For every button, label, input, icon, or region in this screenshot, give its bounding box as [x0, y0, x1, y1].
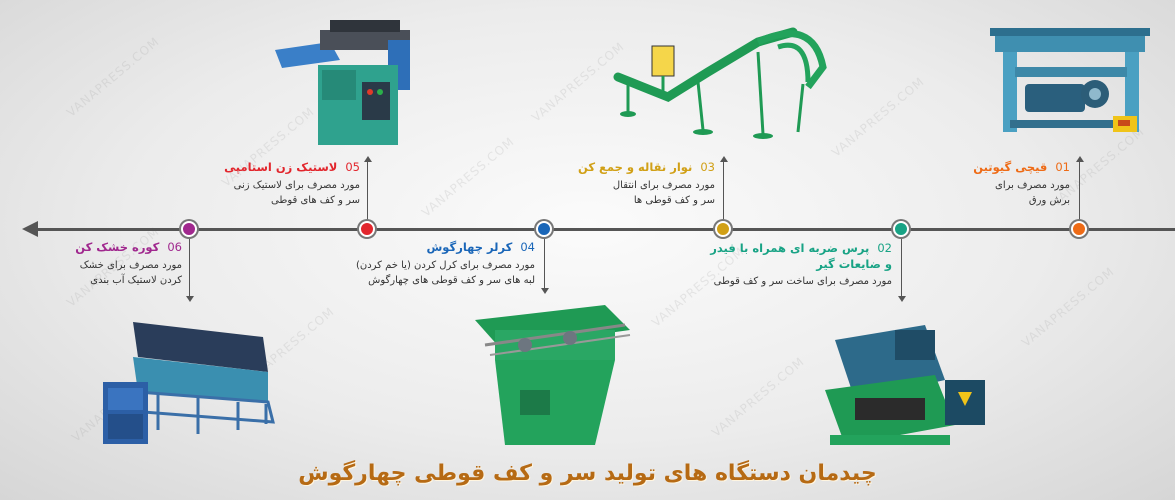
step-title-06: 06 کوره خشک کن — [75, 240, 182, 254]
step-title-03: 03 نوار نقاله و جمع کن — [577, 160, 715, 174]
watermark: VANAPRESS.COM — [1019, 264, 1118, 350]
step-desc-01: مورد مصرف برای برش ورق — [995, 180, 1070, 206]
step-title-02: 02 پرس ضربه ای همراه با فیدر و ضایعات گی… — [710, 241, 892, 271]
stem-05 — [364, 156, 372, 228]
power-press-icon — [825, 325, 985, 445]
stem-06 — [186, 230, 194, 302]
step-desc-05: مورد مصرف برای لاستیک زنی سر و کف های قو… — [233, 180, 360, 206]
timeline-axis — [35, 228, 1175, 231]
watermark: VANAPRESS.COM — [64, 34, 163, 120]
step-label-04: 04 کرلر چهارگوش مورد مصرف برای کرل کردن … — [295, 240, 535, 288]
stem-02 — [898, 230, 906, 302]
watermark: VANAPRESS.COM — [709, 354, 808, 440]
step-label-03: 03 نوار نقاله و جمع کن مورد مصرف برای ان… — [565, 160, 715, 208]
timeline-arrow-icon — [22, 221, 38, 237]
step-desc-02: مورد مصرف برای ساخت سر و کف قوطی — [713, 276, 892, 287]
step-desc-06: مورد مصرف برای خشک کردن لاستیک آب بندی — [79, 260, 182, 286]
step-label-05: 05 لاستیک زن استامپی مورد مصرف برای لاست… — [200, 160, 360, 208]
step-title-04: 04 کرلر چهارگوش — [426, 240, 535, 254]
stem-03 — [720, 156, 728, 228]
stem-04 — [541, 230, 549, 294]
curler-machine-icon — [475, 305, 631, 445]
step-title-01: 01 قیچی گیوتین — [973, 160, 1070, 174]
stem-01 — [1076, 156, 1084, 228]
step-dot-02 — [893, 221, 909, 237]
conveyor-icon — [613, 27, 827, 139]
step-dot-05 — [359, 221, 375, 237]
step-title-05: 05 لاستیک زن استامپی — [224, 160, 360, 174]
watermark: VANAPRESS.COM — [829, 74, 928, 160]
step-label-06: 06 کوره خشک کن مورد مصرف برای خشک کردن ل… — [22, 240, 182, 288]
step-label-02: 02 پرس ضربه ای همراه با فیدر و ضایعات گی… — [672, 240, 892, 289]
step-dot-03 — [715, 221, 731, 237]
step-desc-03: مورد مصرف برای انتقال سر و کف قوطی ها — [612, 180, 715, 206]
step-dot-04 — [536, 221, 552, 237]
step-dot-01 — [1071, 221, 1087, 237]
page-title: چیدمان دستگاه های تولید سر و کف قوطی چها… — [298, 461, 877, 486]
step-label-01: 01 قیچی گیوتین مورد مصرف برای برش ورق — [920, 160, 1070, 208]
step-desc-04: مورد مصرف برای کرل کردن (یا خم کردن) لبه… — [355, 260, 535, 286]
drying-oven-icon — [103, 322, 275, 444]
step-dot-06 — [181, 221, 197, 237]
lining-machine-icon — [275, 20, 410, 145]
guillotine-shear-icon — [990, 28, 1150, 132]
